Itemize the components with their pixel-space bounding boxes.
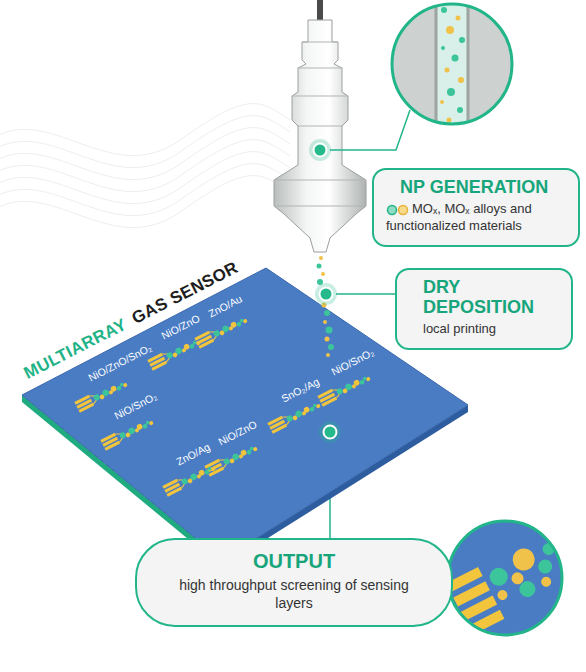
particle-stream [323, 320, 327, 324]
nozzle [298, 68, 342, 69]
particle-stream [326, 353, 330, 357]
leader-line [336, 293, 395, 295]
sensor-electrodes [162, 461, 216, 497]
sensor-electrodes [74, 313, 371, 497]
np-magnifier [447, 118, 452, 123]
nozzle [292, 96, 348, 97]
nozzle [302, 42, 338, 43]
marker-dot [309, 139, 331, 161]
sensor-electrodes [267, 398, 321, 434]
sensor-label: NiO/SnO₂ [329, 346, 376, 378]
sensor-electrodes [194, 313, 248, 349]
sensor-electrodes [204, 441, 258, 477]
particle-stream [321, 272, 325, 276]
background-waves [0, 116, 290, 168]
output-magnifier [539, 575, 552, 588]
particle-stream [317, 256, 335, 357]
marker-dot [309, 139, 341, 443]
particle-stream [324, 310, 330, 316]
np-magnifier [446, 26, 454, 34]
np-magnifier [435, 0, 438, 130]
callout-box: OUTPUT high throughput screening of sensi… [135, 538, 453, 627]
background-waves [0, 176, 290, 228]
output-magnifier [496, 588, 509, 601]
sensor-electrodes [147, 335, 201, 371]
np-magnifier [458, 77, 464, 83]
particle-icon [388, 206, 397, 215]
callout-text: local printing [423, 321, 559, 338]
callout-text: MOₓ, MOₓ alloys and functionalized mater… [386, 201, 568, 235]
sensor-label: NiO/ZnO [159, 312, 202, 342]
title-word: MULTIARRAY [21, 315, 131, 384]
marker-dot [320, 288, 333, 301]
callout-text: high throughput screening of sensing lay… [176, 576, 412, 612]
background-waves [0, 104, 290, 156]
sensor-label: NiO/ZnO [216, 418, 259, 448]
np-magnifier [441, 7, 447, 13]
particle-icon [399, 206, 408, 215]
nozzle [274, 20, 366, 252]
sensor-electrodes [317, 371, 371, 407]
particle-stream [328, 344, 334, 350]
nozzle [274, 0, 366, 252]
callout-heading: OUTPUT [173, 550, 415, 572]
particle-stream [326, 327, 333, 334]
leader-line [330, 110, 410, 150]
particle-icon [386, 203, 410, 217]
nozzle [274, 206, 366, 207]
particle-stream [317, 264, 322, 269]
np-magnifier [456, 16, 461, 21]
sensor-electrodes [100, 415, 154, 451]
marker-dot [315, 283, 337, 305]
sensor-label: ZnO/Ag [174, 440, 212, 468]
marker-dot [324, 426, 337, 439]
nozzle [274, 180, 366, 181]
output-magnifier [517, 578, 539, 600]
output-magnifier [446, 521, 573, 635]
sensor-label: ZnO/Au [206, 292, 244, 320]
background-waves [0, 164, 290, 216]
np-magnifier [436, 0, 468, 130]
output-magnifier [487, 565, 511, 589]
np-magnifier [445, 68, 450, 73]
sensor-label: NiO/SnO₂ [112, 390, 159, 422]
marker-dot [319, 421, 341, 443]
np-magnifier [459, 37, 465, 43]
np-magnifier [447, 88, 455, 96]
np-magnifier [392, 4, 512, 124]
particle-stream [319, 256, 323, 260]
callout-box: NP GENERATION MOₓ, MOₓ alloys and functio… [372, 168, 580, 247]
background-waves [0, 104, 290, 228]
background-waves [0, 128, 290, 180]
marker-dot [314, 144, 327, 157]
output-magnifier [509, 545, 539, 575]
output-magnifier [448, 521, 562, 635]
particle-stream [325, 337, 330, 342]
np-magnifier [440, 100, 444, 104]
np-magnifier [452, 55, 459, 62]
background-waves [0, 140, 290, 192]
np-magnifier [441, 46, 445, 50]
callout-box: DRY DEPOSITION local printing [395, 268, 573, 350]
output-magnifier [536, 557, 555, 576]
nozzle [298, 126, 342, 127]
background-waves [0, 152, 290, 204]
np-magnifier [467, 0, 470, 130]
callout-heading: NP GENERATION [400, 178, 568, 198]
callout-heading: DRY DEPOSITION [423, 278, 559, 318]
np-magnifier [457, 107, 463, 113]
sensor-label: SnO₂/Ag [279, 375, 321, 405]
